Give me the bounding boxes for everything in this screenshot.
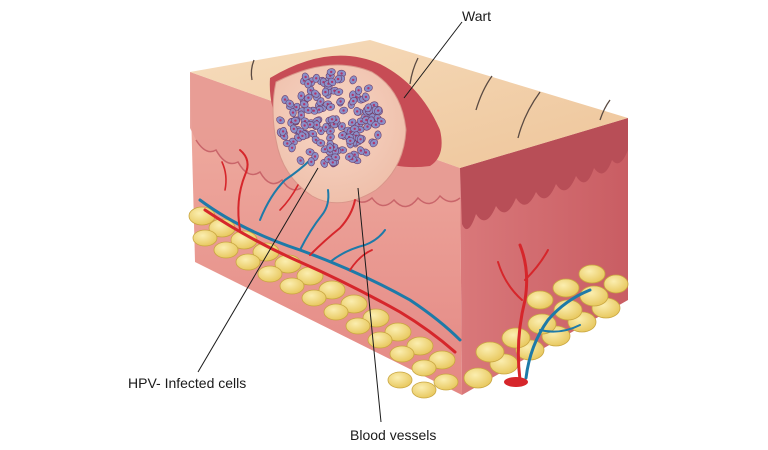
infected-cell-nucleus: [323, 162, 325, 164]
infected-cell-nucleus: [329, 106, 331, 108]
infected-cell-nucleus: [367, 87, 369, 89]
infected-cell-nucleus: [365, 151, 367, 153]
infected-cell-nucleus: [304, 76, 306, 78]
infected-cell-nucleus: [300, 95, 302, 97]
infected-cell-nucleus: [291, 147, 293, 149]
infected-cell-nucleus: [352, 100, 354, 102]
infected-cell-nucleus: [309, 123, 311, 125]
infected-cell-nucleus: [309, 151, 311, 153]
infected-cell-nucleus: [312, 133, 314, 135]
infected-cell-nucleus: [360, 149, 362, 151]
infected-cell-nucleus: [335, 156, 337, 158]
infected-cell-nucleus: [370, 120, 372, 122]
infected-cell-nucleus: [301, 135, 303, 137]
infected-cell-nucleus: [351, 121, 353, 123]
infected-cell-nucleus: [377, 134, 379, 136]
infected-cell-nucleus: [325, 126, 327, 128]
infected-cell-nucleus: [315, 77, 317, 79]
infected-cell-nucleus: [319, 100, 321, 102]
infected-cell-nucleus: [303, 103, 305, 105]
infected-cell-nucleus: [284, 98, 286, 100]
infected-cell-nucleus: [332, 161, 334, 163]
infected-cell-nucleus: [279, 119, 281, 121]
infected-cells-label: HPV- Infected cells: [128, 375, 246, 391]
infected-cell-nucleus: [314, 155, 316, 157]
infected-cell-nucleus: [320, 142, 322, 144]
infected-cell-nucleus: [310, 161, 312, 163]
infected-cell-nucleus: [286, 142, 288, 144]
infected-cell-nucleus: [342, 109, 344, 111]
infected-cell-nucleus: [330, 71, 332, 73]
infected-cell-nucleus: [292, 140, 294, 142]
infected-cell-nucleus: [282, 130, 284, 132]
infected-cell-nucleus: [303, 124, 305, 126]
infected-cell-nucleus: [331, 118, 333, 120]
infected-cell-nucleus: [339, 100, 341, 102]
infected-cell-nucleus: [359, 138, 361, 140]
infected-cell-nucleus: [356, 110, 358, 112]
infected-cell-nucleus: [357, 89, 359, 91]
infected-cell-nucleus: [354, 154, 356, 156]
wart-label: Wart: [462, 8, 491, 24]
infected-cell-nucleus: [307, 97, 309, 99]
infected-cell-nucleus: [373, 142, 375, 144]
infected-cell-nucleus: [309, 89, 311, 91]
infected-cell-nucleus: [318, 109, 320, 111]
infected-cell-nucleus: [366, 125, 368, 127]
infected-cell-nucleus: [329, 130, 331, 132]
infected-cell-nucleus: [354, 128, 356, 130]
infected-cell-nucleus: [373, 104, 375, 106]
infected-cell-nucleus: [348, 155, 350, 157]
infected-cell-nucleus: [295, 106, 297, 108]
infected-cell-nucleus: [365, 119, 367, 121]
infected-cell-nucleus: [352, 94, 354, 96]
infected-cell-nucleus: [289, 102, 291, 104]
infected-cell-nucleus: [307, 109, 309, 111]
infected-cell-nucleus: [349, 140, 351, 142]
infected-cell-nucleus: [367, 107, 369, 109]
infected-cell-nucleus: [375, 124, 377, 126]
infected-cell-nucleus: [329, 147, 331, 149]
infected-cell-nucleus: [292, 111, 294, 113]
blood-vessels-label: Blood vessels: [350, 427, 436, 443]
infected-cell-nucleus: [320, 130, 322, 132]
infected-cell-nucleus: [324, 91, 326, 93]
infected-cell-nucleus: [300, 114, 302, 116]
infected-cell-nucleus: [341, 149, 343, 151]
infected-cell-nucleus: [315, 139, 317, 141]
infected-cell-nucleus: [338, 91, 340, 93]
infected-cell-nucleus: [329, 136, 331, 138]
infected-cell-nucleus: [365, 96, 367, 98]
infected-cell-nucleus: [324, 148, 326, 150]
infected-cell-nucleus: [340, 72, 342, 74]
infected-cell-nucleus: [331, 81, 333, 83]
infected-cell-nucleus: [293, 128, 295, 130]
infected-cell-nucleus: [341, 125, 343, 127]
infected-cell-nucleus: [377, 109, 379, 111]
infected-cell-nucleus: [294, 119, 296, 121]
infected-cell-nucleus: [316, 124, 318, 126]
infected-cell-nucleus: [337, 78, 339, 80]
infected-cell-nucleus: [314, 92, 316, 94]
infected-cell-nucleus: [352, 79, 354, 81]
infected-cell-nucleus: [341, 134, 343, 136]
infected-cell-nucleus: [380, 120, 382, 122]
infected-cell-nucleus: [313, 110, 315, 112]
infected-cell-nucleus: [307, 83, 309, 85]
infected-cell-nucleus: [299, 159, 301, 161]
